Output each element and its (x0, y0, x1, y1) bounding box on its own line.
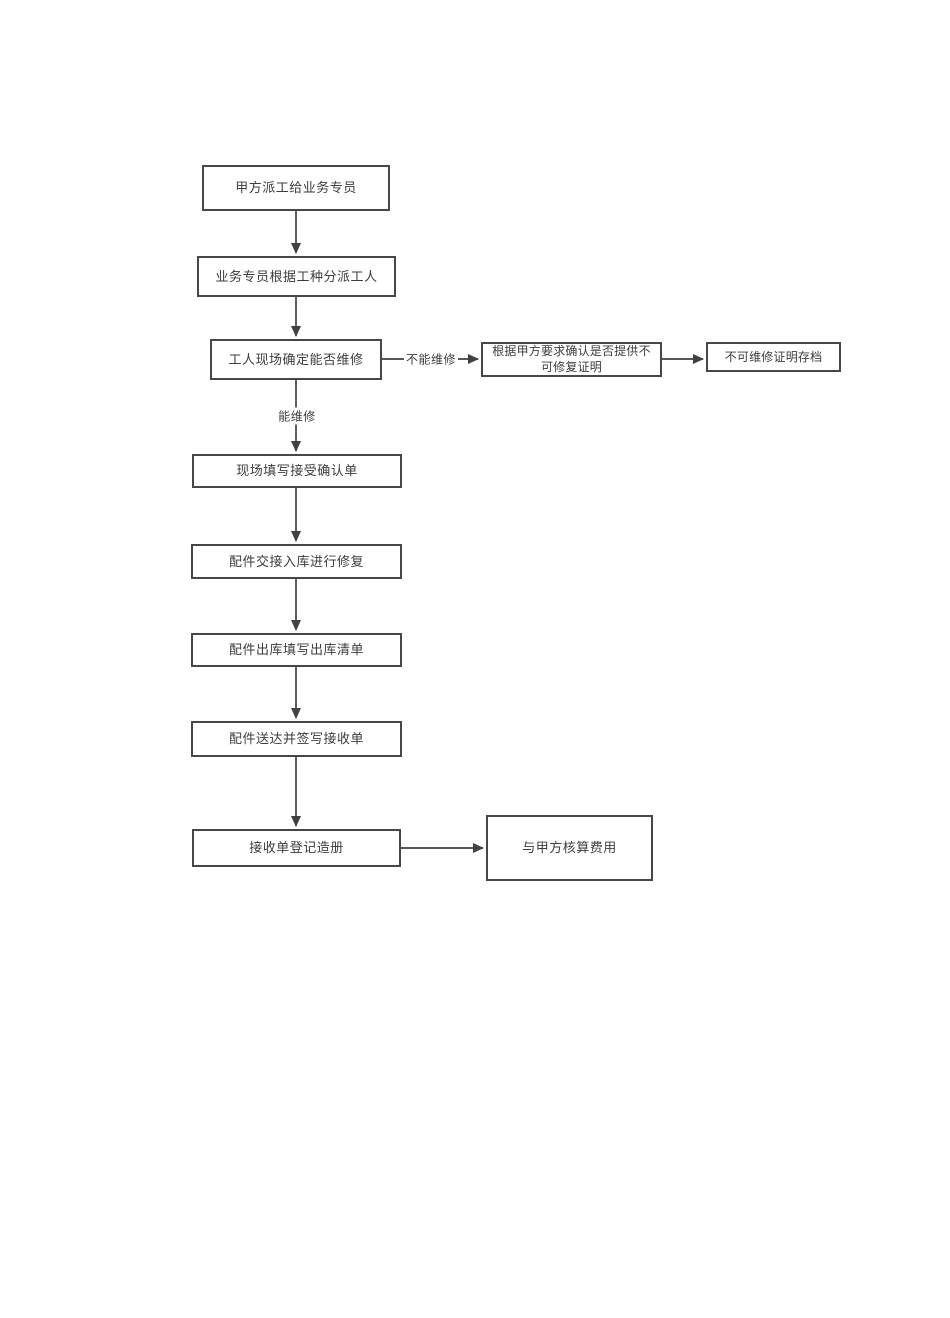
flow-node-onsite-repair-decision: 工人现场确定能否维修 (210, 339, 382, 380)
flow-node-deliver-and-sign-receipt: 配件送达并签写接收单 (191, 721, 402, 757)
edge-label-can-repair: 能维修 (276, 407, 318, 425)
flow-node-parts-out-of-warehouse: 配件出库填写出库清单 (191, 633, 402, 667)
flow-node-register-receipts: 接收单登记造册 (192, 829, 401, 867)
flow-node-archive-certificate: 不可维修证明存档 (706, 342, 841, 372)
flow-node-fill-acceptance-form: 现场填写接受确认单 (192, 454, 402, 488)
flow-node-dispatch-to-specialist: 甲方派工给业务专员 (202, 165, 390, 211)
edge-label-cannot-repair: 不能维修 (403, 350, 459, 368)
flow-node-assign-worker-by-trade: 业务专员根据工种分派工人 (197, 256, 396, 297)
flow-node-parts-into-warehouse: 配件交接入库进行修复 (191, 544, 402, 579)
flow-node-confirm-unrepairable-proof: 根据甲方要求确认是否提供不可修复证明 (481, 342, 662, 377)
flow-node-settle-costs-with-party-a: 与甲方核算费用 (486, 815, 653, 881)
